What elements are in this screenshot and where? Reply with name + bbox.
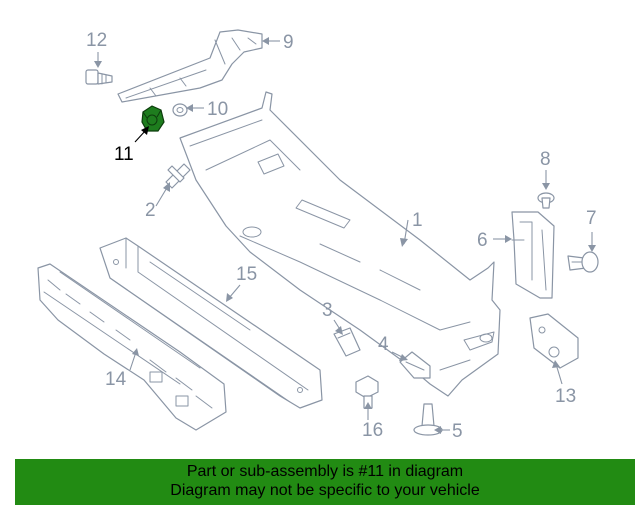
callout-10[interactable]: 10	[207, 99, 228, 120]
callout-1[interactable]: 1	[412, 210, 423, 231]
callout-9[interactable]: 9	[283, 32, 294, 53]
callout-8[interactable]: 8	[540, 149, 551, 170]
part-4-bracket[interactable]	[399, 351, 431, 379]
leader-lines	[94, 37, 596, 434]
part-14-energy-absorber[interactable]	[37, 263, 227, 431]
part-3-bracket[interactable]	[333, 327, 361, 357]
part-10-washer[interactable]	[172, 103, 188, 117]
callout-13[interactable]: 13	[555, 386, 576, 407]
part-6-side-bracket[interactable]	[511, 211, 555, 299]
part-12-bolt[interactable]	[85, 69, 113, 85]
part-8-push-pin[interactable]	[537, 192, 555, 209]
callout-16[interactable]: 16	[362, 420, 383, 441]
callout-11[interactable]: 11	[114, 144, 134, 165]
callout-7[interactable]: 7	[586, 208, 597, 229]
parts-diagram: 1 2 3 4 5 6 7 8 9 10 11 12 13 14 15 16	[37, 29, 599, 442]
banner-line-disclaimer: Diagram may not be specific to your vehi…	[170, 482, 480, 499]
callout-12[interactable]: 12	[86, 30, 107, 51]
part-1-bumper-cover[interactable]	[179, 91, 501, 397]
part-16-bolt[interactable]	[355, 375, 379, 409]
callout-15[interactable]: 15	[236, 264, 257, 285]
part-13-corner-bracket[interactable]	[529, 313, 579, 369]
callout-2[interactable]: 2	[145, 200, 156, 221]
part-15-impact-bar[interactable]	[99, 237, 323, 409]
callout-numbers: 1 2 3 4 5 6 7 8 9 10 11 12 13 14 15 16	[86, 30, 597, 442]
callout-14[interactable]: 14	[105, 369, 127, 390]
part-5-push-pin[interactable]	[413, 403, 443, 436]
part-11-nut-highlighted[interactable]	[141, 105, 165, 132]
part-9-bracket[interactable]	[117, 29, 263, 103]
info-banner: Part or sub-assembly is #11 in diagram D…	[15, 459, 635, 505]
banner-line-part: Part or sub-assembly is #11 in diagram	[186, 463, 464, 480]
callout-5[interactable]: 5	[452, 421, 463, 442]
callout-6[interactable]: 6	[477, 230, 488, 251]
callout-4[interactable]: 4	[378, 334, 389, 355]
part-7-clip[interactable]	[567, 251, 599, 273]
callout-3[interactable]: 3	[322, 300, 333, 321]
